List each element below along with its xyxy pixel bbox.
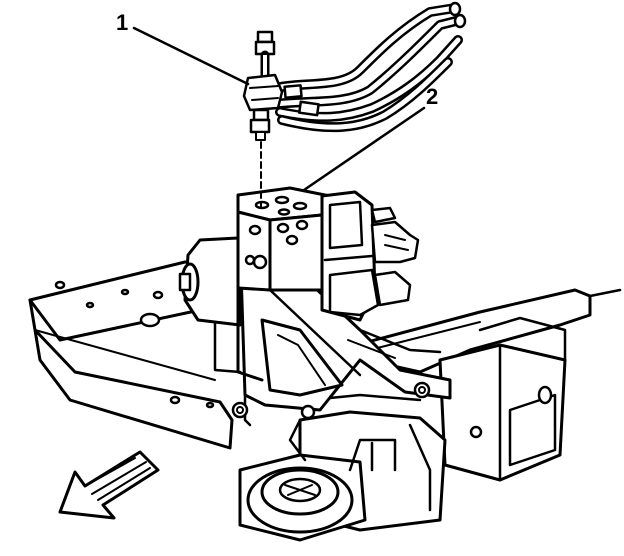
brake-pipes <box>263 1 467 133</box>
callout-2-label: 2 <box>426 84 438 109</box>
brake-pipe-fitting <box>242 30 284 211</box>
callout-1: 1 <box>116 10 250 86</box>
frame-crossmember <box>28 260 622 542</box>
callout-2: 2 <box>302 84 438 192</box>
front-arrow-icon <box>58 450 160 520</box>
callout-1-label: 1 <box>116 10 128 35</box>
abs-modulator-assembly <box>178 186 420 382</box>
